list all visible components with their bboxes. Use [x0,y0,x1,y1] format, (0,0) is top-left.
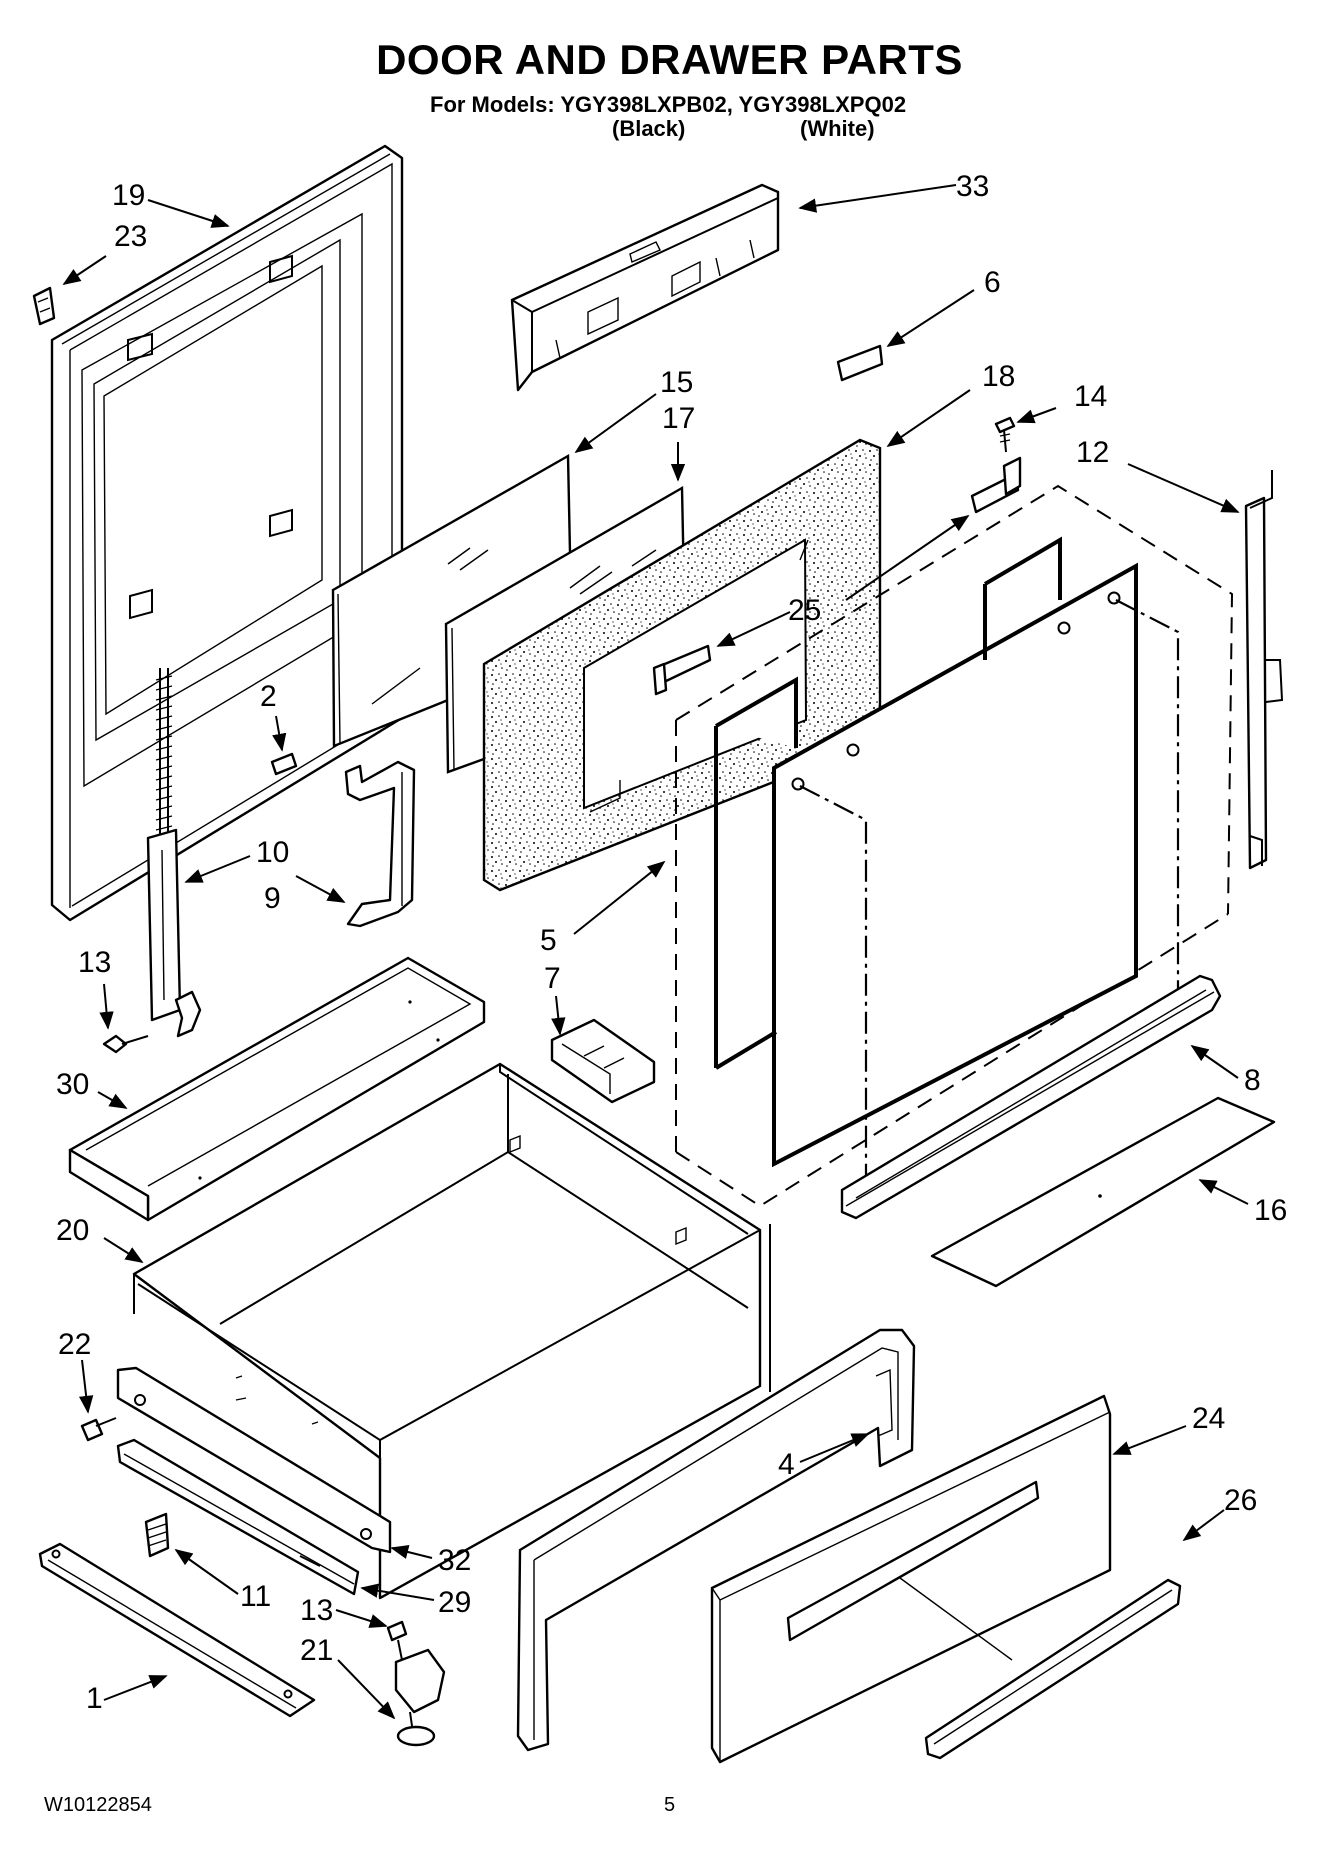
model-numbers: For Models: YGY398LXPB02, YGY398LXPQ02 [430,92,907,117]
callout-19: 19 [112,179,145,212]
callout-29: 29 [438,1586,471,1619]
part-5-inner-door-frame [675,484,1234,1208]
callout-11: 11 [240,1580,271,1613]
part-11-leveler [144,1512,170,1558]
callout-labels: 19 23 33 6 15 17 18 14 12 25 2 10 9 13 5… [56,170,1287,1715]
part-26-drawer-handle [924,1578,1182,1760]
callout-2: 2 [260,680,277,713]
callout-18: 18 [982,360,1015,393]
callout-32: 32 [438,1544,471,1577]
callout-12: 12 [1076,436,1109,469]
callout-21: 21 [300,1634,333,1667]
callout-1: 1 [86,1682,103,1715]
callout-20: 20 [56,1214,89,1247]
callout-7: 7 [544,962,561,995]
part-21-leveling-leg [394,1648,446,1747]
part-30-drawer-tray [68,956,486,1222]
part-7-bracket [550,1018,656,1104]
callout-16: 16 [1254,1194,1287,1227]
callout-9: 9 [264,882,281,915]
part-6-block [836,344,884,382]
part-10-hinge-spring [146,668,202,1038]
part-2-small-block [270,752,298,776]
callout-13-lower: 13 [300,1594,333,1627]
callout-15: 15 [660,366,693,399]
part-16-bottom-plate [930,1096,1276,1288]
part-33-vent-baffle [510,183,780,392]
leader-arrows [62,184,1249,1720]
callout-6: 6 [984,266,1001,299]
part-4-door-frame [516,1328,916,1752]
variant-white-label: (White) [800,116,875,141]
part-25-hinge-brackets [652,456,1022,696]
part-8-trim [840,974,1222,1220]
callout-4: 4 [778,1448,795,1481]
callout-33: 33 [956,170,989,203]
part-14-screw [994,416,1016,453]
callout-25: 25 [788,594,821,627]
part-13-screw-upper [102,1034,149,1054]
part-13-screw-lower [386,1620,408,1661]
part-29-slide [116,1438,360,1596]
callout-24: 24 [1192,1402,1225,1435]
callout-30: 30 [56,1068,89,1101]
callout-8: 8 [1244,1064,1261,1097]
callout-22: 22 [58,1328,91,1361]
part-9-handle-bracket [344,760,416,928]
callout-10: 10 [256,836,289,869]
callout-26: 26 [1224,1484,1257,1517]
document-number: W10122854 [44,1794,152,1816]
part-1-lower-rail [38,1542,316,1718]
part-32-drawer-rail [116,1366,392,1554]
page-title: DOOR AND DRAWER PARTS [376,36,963,83]
inner-door-panel [714,536,1180,1180]
page-number: 5 [664,1794,676,1816]
part-22-bolt [80,1417,117,1442]
variant-black-label: (Black) [612,116,686,141]
callout-23: 23 [114,220,147,253]
part-12-side-rail [1244,470,1284,870]
callout-13-upper: 13 [78,946,111,979]
part-24-drawer-front [710,1394,1112,1764]
callout-17: 17 [662,402,695,435]
callout-5: 5 [540,924,557,957]
part-19-outer-door-panel [50,144,404,922]
callout-14: 14 [1074,380,1107,413]
part-23-clip [32,286,56,326]
